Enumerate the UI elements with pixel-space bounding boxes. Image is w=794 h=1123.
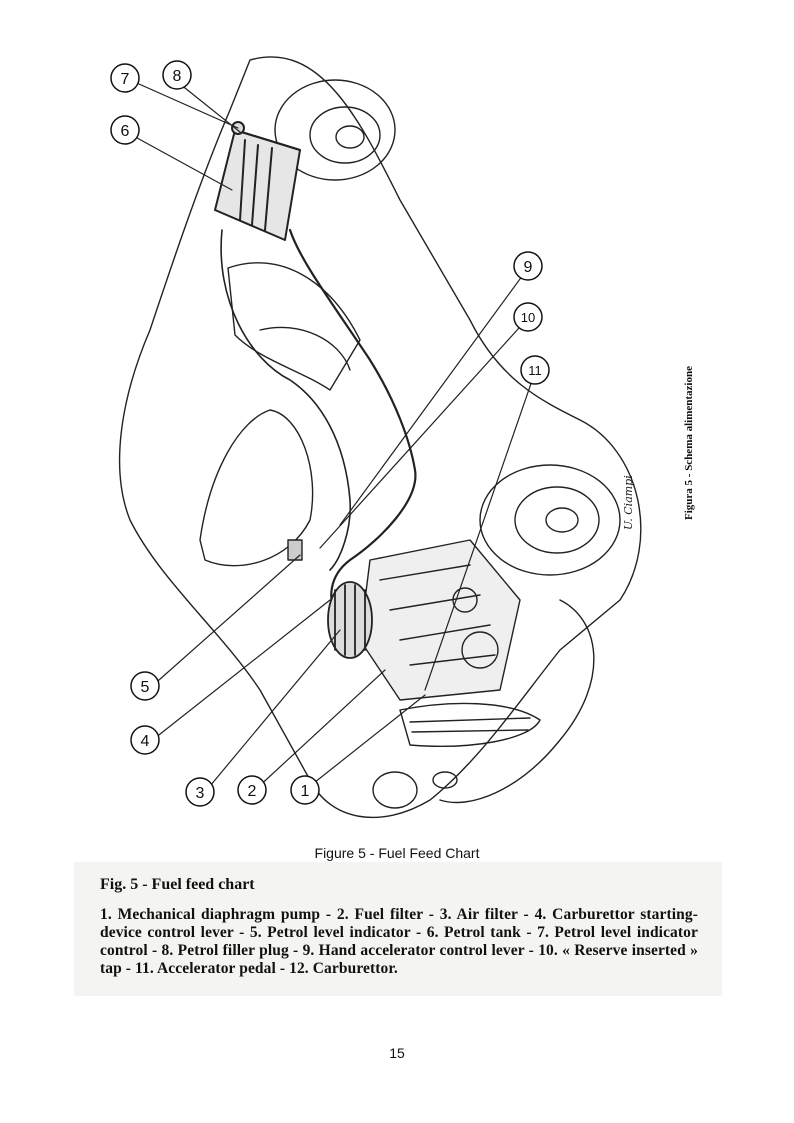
svg-text:2: 2 [248, 783, 257, 800]
leader-lines [127, 79, 536, 793]
page-number: 15 [389, 1045, 405, 1061]
callout-2: 2 [237, 775, 267, 805]
svg-text:4: 4 [141, 733, 150, 750]
callout-9: 9 [513, 251, 543, 281]
svg-text:1: 1 [301, 783, 310, 800]
callout-7: 7 [110, 63, 140, 93]
italian-figure-caption: Figura 5 - Schema alimentazione [683, 366, 695, 520]
callout-5: 5 [130, 671, 160, 701]
callout-11: 11 [520, 355, 550, 385]
callout-4: 4 [130, 725, 160, 755]
fuel-tank [214, 121, 301, 241]
callout-8: 8 [162, 60, 192, 90]
car-body-outline [118, 56, 642, 819]
artist-signature: U. Ciampi [622, 475, 635, 530]
callout-1: 1 [290, 775, 320, 805]
svg-text:9: 9 [524, 259, 533, 276]
legend-body: 1. Mechanical diaphragm pump - 2. Fuel f… [100, 906, 698, 977]
air-filter [327, 581, 373, 659]
svg-text:3: 3 [196, 785, 205, 802]
svg-text:5: 5 [141, 679, 150, 696]
figure-caption: Figure 5 - Fuel Feed Chart [314, 845, 480, 861]
callout-10: 10 [513, 302, 543, 332]
windshield [199, 409, 314, 567]
front-bumper [439, 599, 595, 804]
callout-3: 3 [185, 777, 215, 807]
legend-title: Fig. 5 - Fuel feed chart [100, 876, 255, 893]
front-wheel [479, 464, 621, 576]
front-grille [399, 702, 541, 747]
scanned-legend: Fig. 5 - Fuel feed chart 1. Mechanical d… [74, 862, 722, 996]
fuel-system-illustration: 7 8 6 9 10 11 5 4 3 2 1 [110, 56, 642, 819]
fuel-line [288, 228, 417, 622]
rear-wheel [274, 79, 396, 181]
svg-text:6: 6 [121, 123, 130, 140]
svg-text:10: 10 [521, 310, 535, 325]
svg-text:11: 11 [528, 363, 542, 378]
engine [359, 539, 521, 701]
svg-text:8: 8 [173, 68, 182, 85]
svg-text:7: 7 [121, 71, 130, 88]
callout-6: 6 [110, 115, 140, 145]
